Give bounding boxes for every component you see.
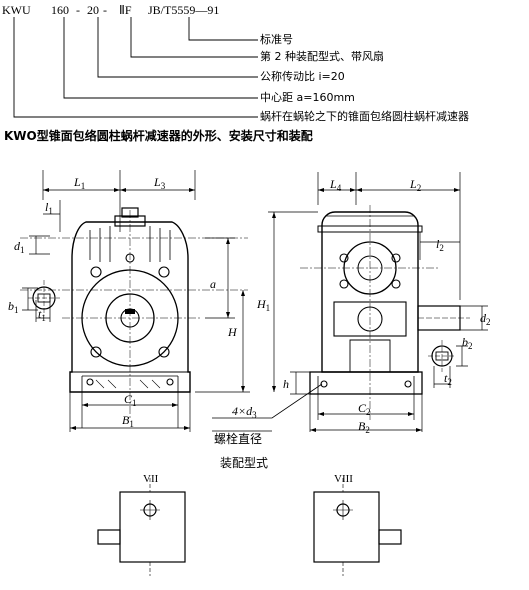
assembly-type-viii-label: VIII [334,473,353,485]
code-model: KWU [2,3,31,17]
dim-l1: l1 [45,200,53,216]
legend-model: 蜗杆在蜗轮之下的锥面包络圆柱蜗杆减速器 [260,110,469,123]
code-standard: JB/T5559—91 [148,3,220,17]
code-dash-2: - [103,3,107,17]
code-center-distance: 160 [51,3,69,17]
bolt-caption: 螺栓直径 [214,432,263,446]
dim-C1: C1 [124,392,137,408]
dim-C2: C2 [358,401,371,417]
dim-B1: B1 [122,413,134,429]
legend-center-distance: 中心距 a=160mm [260,91,355,104]
dim-h: h [283,377,289,391]
dim-L2: L2 [410,177,422,193]
dim-L1: L1 [74,175,86,191]
dim-t2: t2 [444,371,452,387]
dim-b1: b1 [8,299,19,315]
dim-d1: d1 [14,239,25,255]
dim-a: a [210,277,216,291]
dim-B2: B2 [358,419,370,435]
dim-l2: l2 [436,237,444,253]
code-dash-1: - [76,3,80,17]
assembly-type-vii-label: VII [143,473,159,485]
dim-H: H [228,325,237,339]
dim-L4: L4 [330,177,342,193]
legend-standard: 标准号 [260,33,293,46]
dim-L3: L3 [154,175,166,191]
designation-leaders [13,17,258,118]
front-view [20,170,250,432]
side-view [212,172,488,432]
assembly-type-vii [97,478,186,576]
code-assembly: ⅡF [119,3,132,17]
assembly-type-viii [313,478,402,576]
dim-d2: d2 [480,311,491,327]
code-ratio: 20 [87,3,99,17]
dim-b2: b2 [462,335,473,351]
legend-assembly: 第 2 种装配型式、带风扇 [260,50,384,63]
bolt-count-label: 4×d3 [232,404,257,420]
legend-ratio: 公称传动比 i=20 [260,70,345,83]
assembly-caption: 装配型式 [220,456,269,470]
section-title: KWO型锥面包络圆柱蜗杆减速器的外形、安装尺寸和装配 [4,129,313,143]
dim-t1: t1 [38,307,46,323]
dim-H1: H1 [257,297,271,313]
